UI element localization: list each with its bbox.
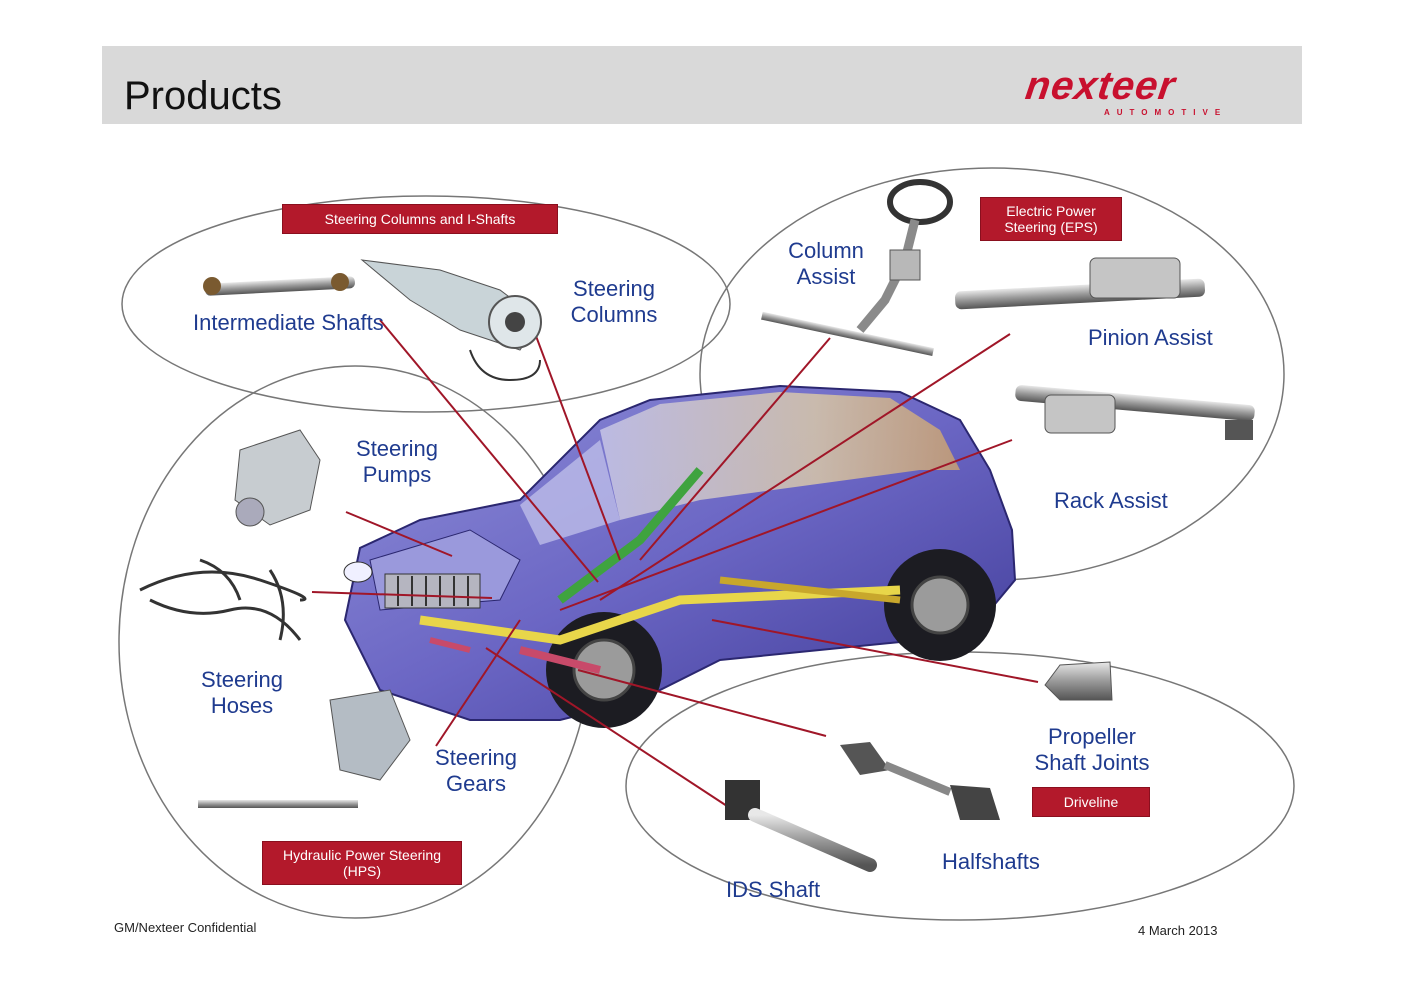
footer-confidential: GM/Nexteer Confidential	[114, 920, 257, 935]
header-bar: Products nexteer AUTOMOTIVE	[102, 46, 1302, 124]
columns-group-ellipse	[121, 195, 731, 413]
eps-group-tag: Electric Power Steering (EPS)	[980, 197, 1122, 241]
footer-date: 4 March 2013	[1138, 923, 1218, 938]
halfshaft-image	[840, 742, 1000, 820]
label-ids-shaft: IDS Shaft	[726, 877, 821, 902]
pinion-assist-image	[955, 257, 1205, 310]
label-intermediate-shafts: Intermediate Shafts	[193, 310, 384, 335]
ids-shaft-image	[725, 780, 877, 872]
label-column-assist: Column Assist	[788, 238, 864, 290]
nexteer-logo: nexteer AUTOMOTIVE	[1023, 64, 1246, 117]
steering-column-image	[360, 259, 542, 382]
logo-tagline: AUTOMOTIVE	[1104, 108, 1228, 117]
rack-assist-image	[1015, 385, 1255, 440]
label-pinion-assist: Pinion Assist	[1088, 325, 1213, 350]
propshaft-joint-image	[1044, 661, 1113, 701]
columns-group-tag: Steering Columns and I-Shafts	[282, 204, 558, 234]
steering-wheel-image	[856, 179, 953, 333]
label-rack-assist: Rack Assist	[1054, 488, 1168, 513]
label-propeller-shaft-joints: Propeller Shaft Joints	[1034, 724, 1150, 776]
page-title: Products	[124, 74, 282, 118]
driveline-group-tag: Driveline	[1032, 787, 1150, 817]
pump-image	[234, 429, 321, 527]
label-steering-hoses: Steering Hoses	[201, 667, 283, 719]
label-steering-gears: Steering Gears	[435, 745, 517, 797]
intermediate-shaft-image	[203, 273, 355, 296]
column-assist-rack-image	[761, 311, 934, 357]
label-steering-columns: Steering Columns	[570, 276, 658, 328]
label-halfshafts: Halfshafts	[942, 849, 1040, 874]
hps-group-tag: Hydraulic Power Steering (HPS)	[262, 841, 462, 885]
hoses-image	[139, 558, 307, 641]
gear-image	[198, 689, 411, 808]
label-steering-pumps: Steering Pumps	[356, 436, 438, 488]
leader-lines	[311, 319, 1039, 809]
